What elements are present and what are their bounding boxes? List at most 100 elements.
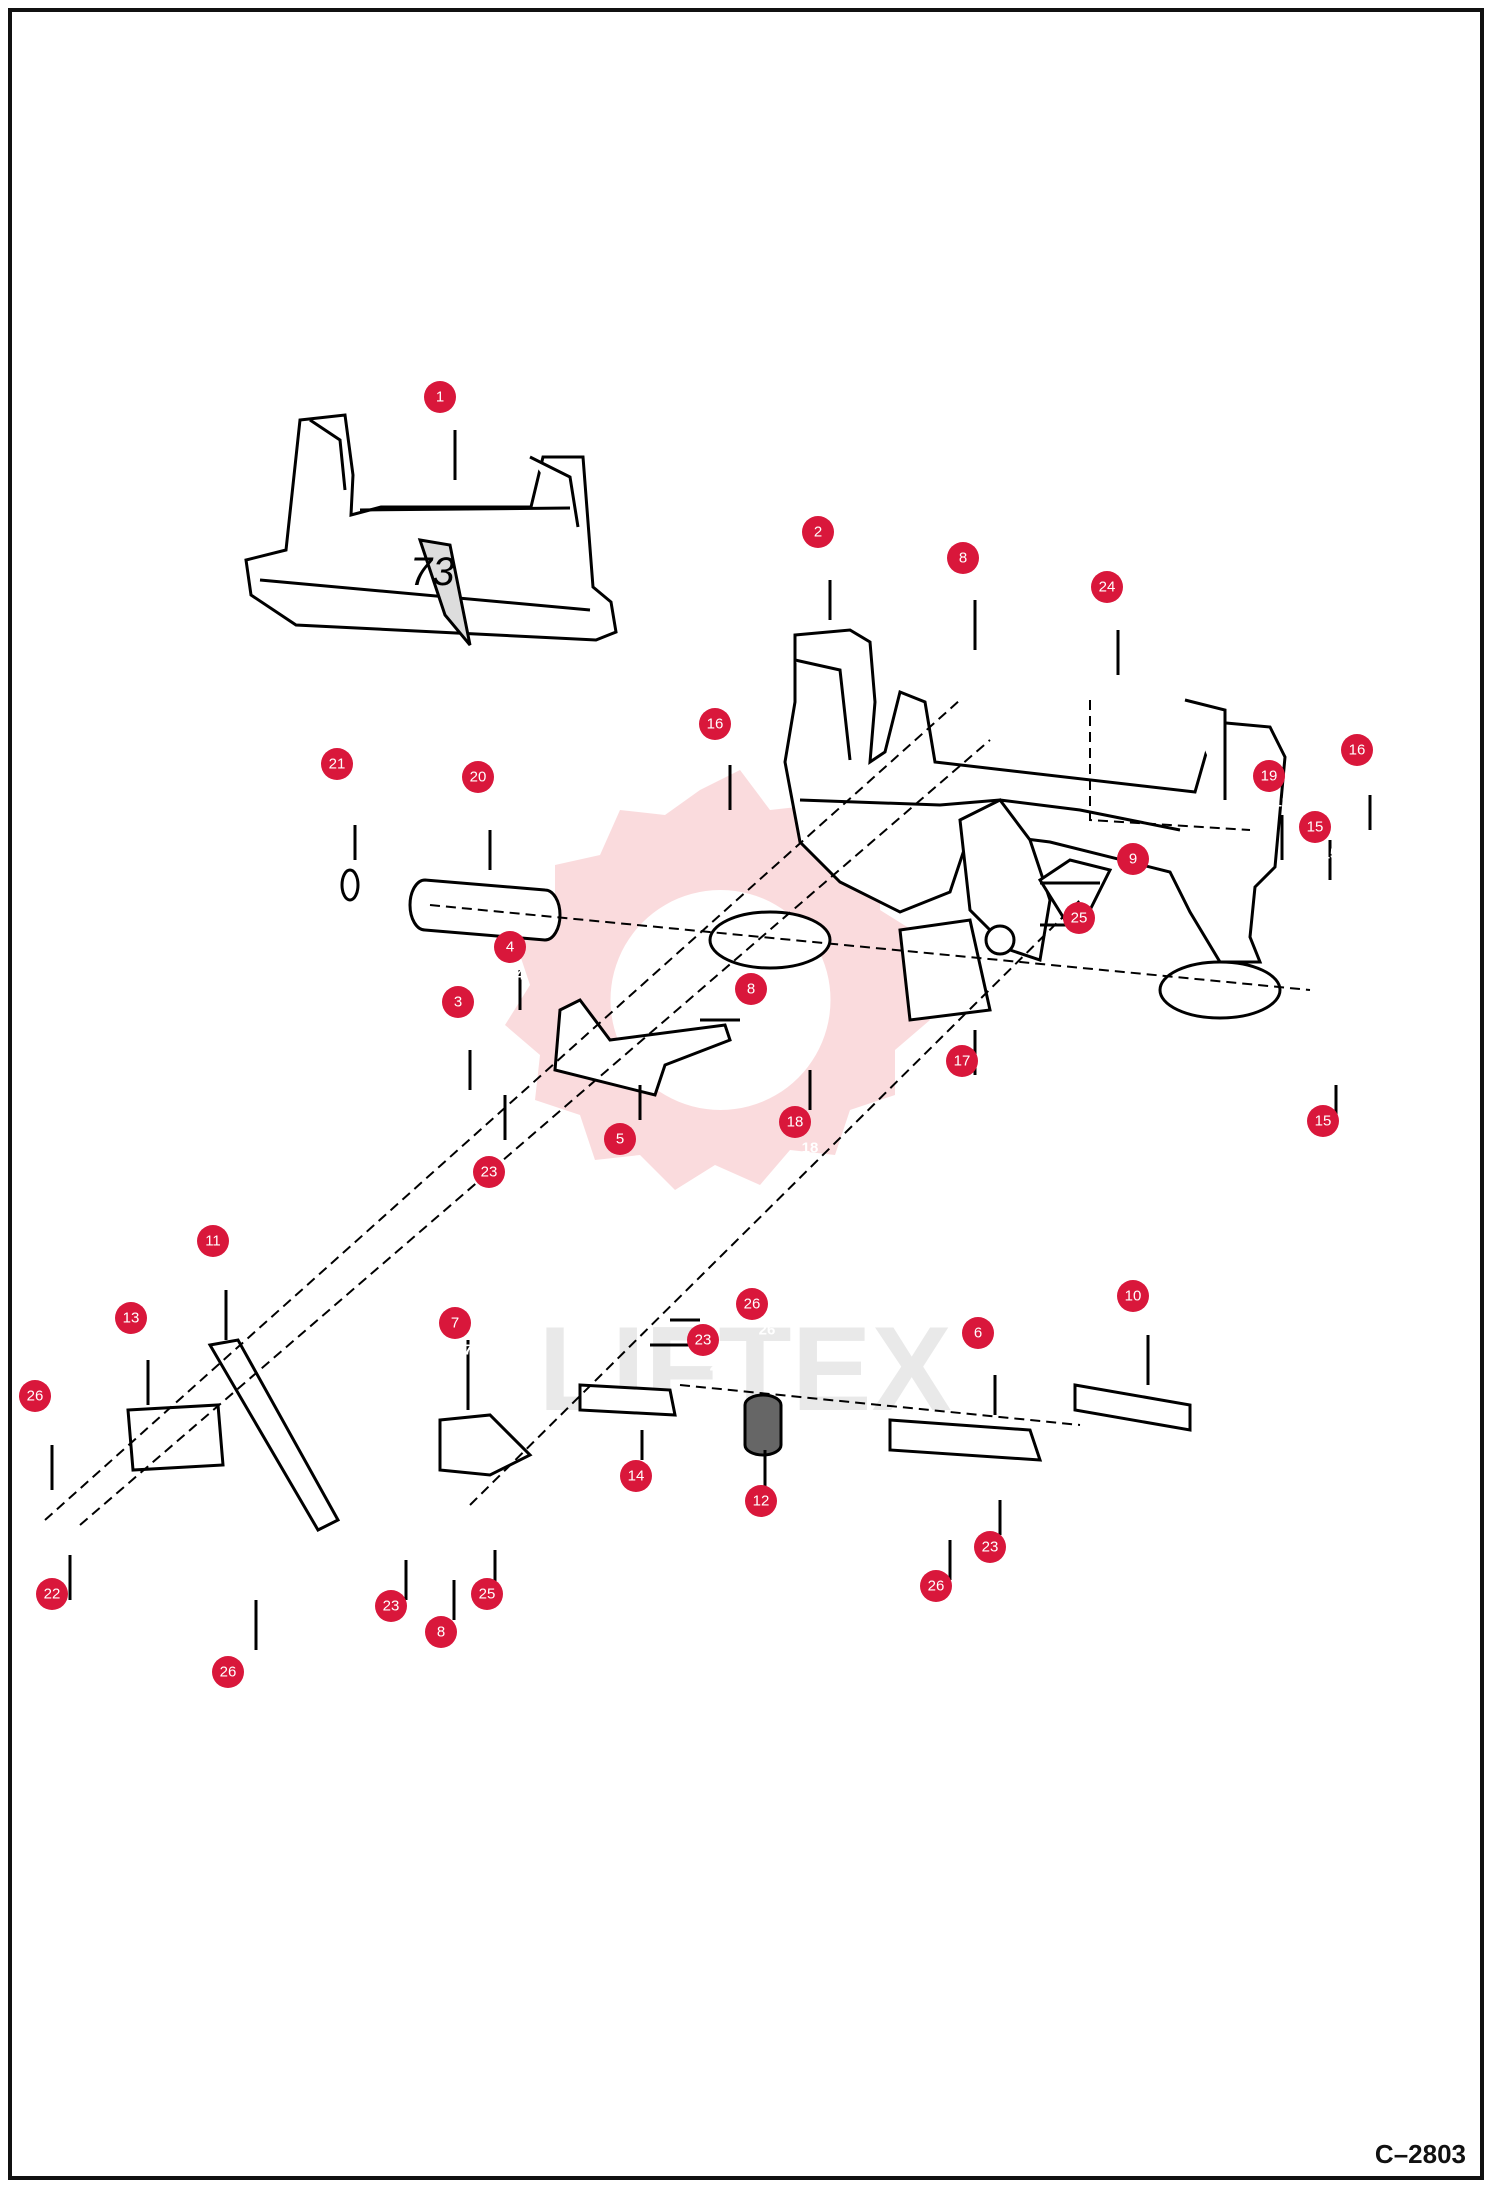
latch-14 (578, 1383, 677, 1417)
figure-reference-code: C–2803 (1374, 2139, 1466, 2169)
callout-bubble-number: 23 (481, 1164, 498, 1181)
quick-tach-main-frame (708, 628, 1287, 1022)
explode-lines (44, 699, 1311, 1526)
callout-bubble (1253, 760, 1285, 792)
callout-bubble-number: 16 (707, 716, 724, 733)
callout-p4: 44 (494, 931, 526, 984)
spring-12 (743, 1393, 783, 1457)
callout-bubble (36, 1578, 68, 1610)
rod-6 (888, 1418, 1043, 1462)
callout-bubble-number: 25 (479, 1586, 496, 1603)
callout-p8c: 88 (425, 1616, 458, 1669)
callout-bubble (1341, 734, 1373, 766)
callout-bubble-number: 3 (454, 994, 462, 1011)
callout-bubble (425, 1616, 457, 1648)
part-number-label: 26 (238, 1690, 255, 1707)
part-number-label: 5 (636, 1157, 644, 1174)
part-number-label: 26 (759, 1322, 776, 1339)
callout-bubble (321, 748, 353, 780)
callout-bubble (19, 1380, 51, 1412)
callout-bubble (1299, 811, 1331, 843)
callout-bubble (779, 1106, 811, 1138)
callout-bubble (735, 973, 767, 1005)
callout-p8b: 88 (735, 973, 769, 1025)
part-number-label: 21 (347, 782, 364, 799)
callout-bubble-number: 10 (1125, 1288, 1142, 1305)
callout-bubble (962, 1317, 994, 1349)
part-number-label: 6 (991, 1352, 999, 1369)
part-number-label: 8 (761, 1008, 769, 1025)
callout-bubble-number: 26 (744, 1296, 761, 1313)
callout-bubble (473, 1156, 505, 1188)
callout-bubble (736, 1288, 768, 1320)
callout-bubble (1063, 902, 1095, 934)
callout-bubble (745, 1485, 777, 1517)
callout-bubble-number: 2 (814, 524, 822, 541)
part-number-label: 14 (634, 1495, 651, 1512)
callout-bubble (947, 542, 979, 574)
part-number-label: 16 (722, 742, 739, 759)
bracket-7 (438, 1413, 533, 1477)
callout-bubble (920, 1570, 952, 1602)
part-number-label: 25 (1092, 937, 1109, 954)
callout-bubble-number: 13 (123, 1310, 140, 1327)
part-number-label: 1 (451, 417, 459, 434)
part-number-label: 7 (464, 1342, 472, 1359)
part-number-label: 25 (487, 1612, 504, 1629)
callout-bubble-number: 15 (1315, 1113, 1332, 1130)
callout-p7: 77 (439, 1307, 472, 1359)
callout-bubble-number: 26 (220, 1664, 237, 1681)
callout-p23b: 23 23 (687, 1324, 726, 1375)
callout-bubble-number: 20 (470, 769, 487, 786)
callout-bubble-number: 19 (1261, 768, 1278, 785)
callout-bubble-number: 5 (616, 1131, 624, 1148)
link-arm-11 (207, 1338, 341, 1532)
callout-bubble (687, 1324, 719, 1356)
callout-bubble-number: 14 (628, 1468, 645, 1485)
callout-bubble-number: 23 (695, 1332, 712, 1349)
callout-bubble (1117, 1280, 1149, 1312)
callout-p25b: 25 25 (471, 1578, 503, 1629)
part-number-label: 9 (1144, 878, 1152, 895)
callout-bubble (1117, 843, 1149, 875)
callout-bubble-number: 8 (747, 981, 755, 998)
part-number-label: 11 (218, 1260, 234, 1277)
svg-text:73: 73 (410, 550, 455, 594)
callout-bubble-number: 8 (437, 1624, 445, 1641)
part-number-label: 18 (802, 1140, 819, 1157)
part-number-label: 12 (757, 1520, 774, 1537)
part-number-label: 23 (710, 1358, 727, 1375)
part-number-label: 13 (140, 1337, 157, 1354)
part-number-label: 19 (1274, 794, 1291, 811)
part-number-label: 3 (466, 1022, 474, 1039)
callout-bubble-number: 23 (383, 1598, 400, 1615)
part-number-label: 4 (516, 967, 525, 984)
callout-bubble (1307, 1105, 1339, 1137)
callout-p5: 55 (604, 1123, 644, 1174)
callout-bubble-number: 1 (436, 389, 444, 406)
callout-bubble (620, 1460, 652, 1492)
callout-bubble-number: 7 (451, 1315, 459, 1332)
callout-bubble-number: 26 (27, 1388, 44, 1405)
callout-p2: 22 (802, 516, 834, 569)
part-number-label: 8 (450, 1652, 458, 1669)
callout-bubble-number: 21 (329, 756, 346, 773)
callout-bubble-number: 23 (982, 1539, 999, 1556)
callout-p10: 10 10 (1117, 1280, 1156, 1331)
part-number-label: 15 (1322, 846, 1339, 863)
part-number-label: 10 (1140, 1314, 1157, 1331)
